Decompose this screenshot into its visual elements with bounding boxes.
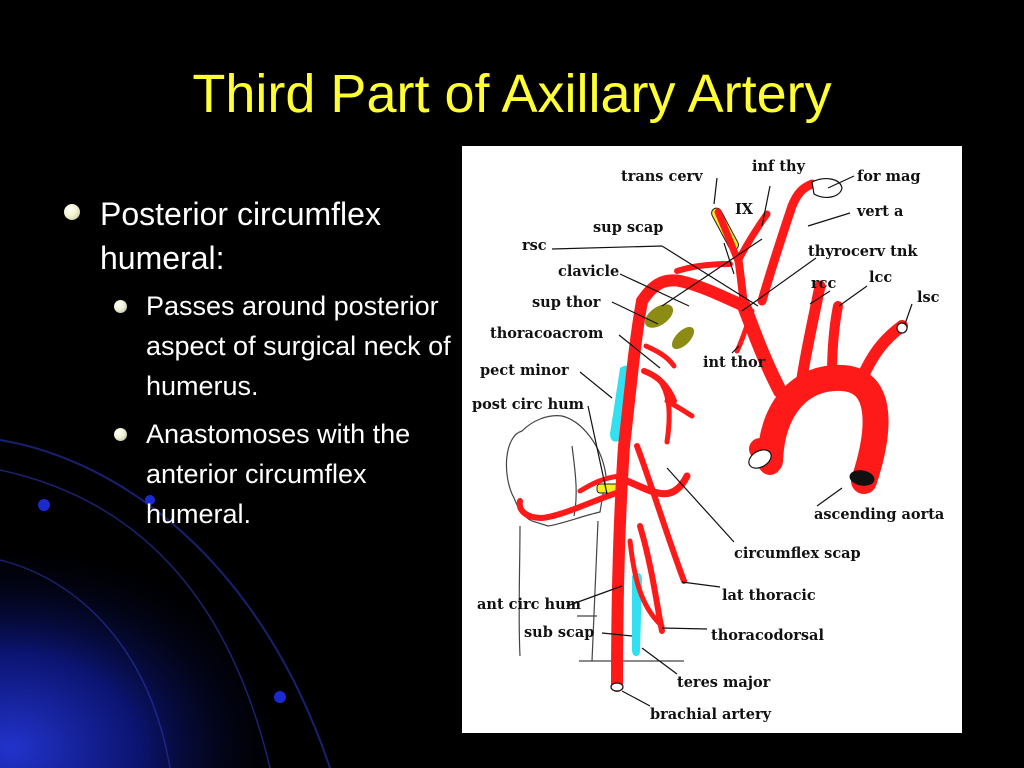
sub-bullet-list: Passes around posterior aspect of surgic…	[62, 286, 457, 534]
label-post-circ-hum: post circ hum	[472, 396, 585, 413]
label-ascending-aorta: ascending aorta	[814, 506, 945, 523]
label-rsc: rsc	[522, 237, 547, 254]
sub-bullet: Passes around posterior aspect of surgic…	[62, 286, 457, 406]
label-clavicle: clavicle	[558, 263, 619, 280]
label-pect-minor: pect minor	[480, 362, 569, 379]
artery-diagram-svg: trans cerv inf thy for mag IX vert a sup…	[472, 158, 945, 723]
leader-lines	[551, 175, 913, 707]
label-teres-major: teres major	[677, 674, 771, 691]
label-lsc: lsc	[917, 289, 940, 306]
label-circumflex-scap: circumflex scap	[734, 545, 861, 562]
label-int-thor: int thor	[703, 354, 766, 371]
label-ix: IX	[735, 201, 754, 218]
clavicle-shape	[644, 304, 695, 350]
sub-bullet-text: Anastomoses with the anterior circumflex…	[146, 419, 411, 529]
label-trans-cerv: trans cerv	[621, 168, 703, 185]
bullet-main-text: Posterior circumflex humeral:	[100, 196, 381, 276]
label-brachial-artery: brachial artery	[650, 706, 772, 723]
bullet-dot-icon	[114, 300, 127, 313]
slide-title: Third Part of Axillary Artery	[192, 64, 832, 124]
label-thyrocerv-tnk: thyrocerv tnk	[808, 243, 918, 260]
sub-bullet: Anastomoses with the anterior circumflex…	[62, 414, 457, 534]
sub-bullet-text: Passes around posterior aspect of surgic…	[146, 291, 451, 401]
label-for-mag: for mag	[857, 168, 920, 185]
vessel-openings	[610, 178, 908, 692]
bullet-dot-icon	[114, 428, 127, 441]
label-rcc: rcc	[811, 275, 836, 292]
label-lat-thoracic: lat thoracic	[722, 587, 816, 604]
bullet-list: Posterior circumflex humeral: Passes aro…	[62, 192, 457, 542]
diagram-labels: trans cerv inf thy for mag IX vert a sup…	[472, 158, 945, 723]
anatomy-diagram: trans cerv inf thy for mag IX vert a sup…	[462, 146, 962, 733]
humerus-outline	[505, 415, 684, 662]
label-sub-scap: sub scap	[524, 624, 594, 641]
label-inf-thy: inf thy	[752, 158, 806, 175]
label-ant-circ-hum: ant circ hum	[477, 596, 582, 613]
bullet-main: Posterior circumflex humeral:	[62, 192, 457, 280]
label-thoracodorsal: thoracodorsal	[711, 627, 824, 644]
label-sup-thor: sup thor	[532, 294, 601, 311]
label-lcc: lcc	[869, 269, 892, 286]
label-vert-a: vert a	[856, 203, 904, 220]
bullet-dot-icon	[64, 204, 80, 220]
label-thoracoacrom: thoracoacrom	[490, 325, 604, 342]
label-sup-scap: sup scap	[593, 219, 663, 236]
